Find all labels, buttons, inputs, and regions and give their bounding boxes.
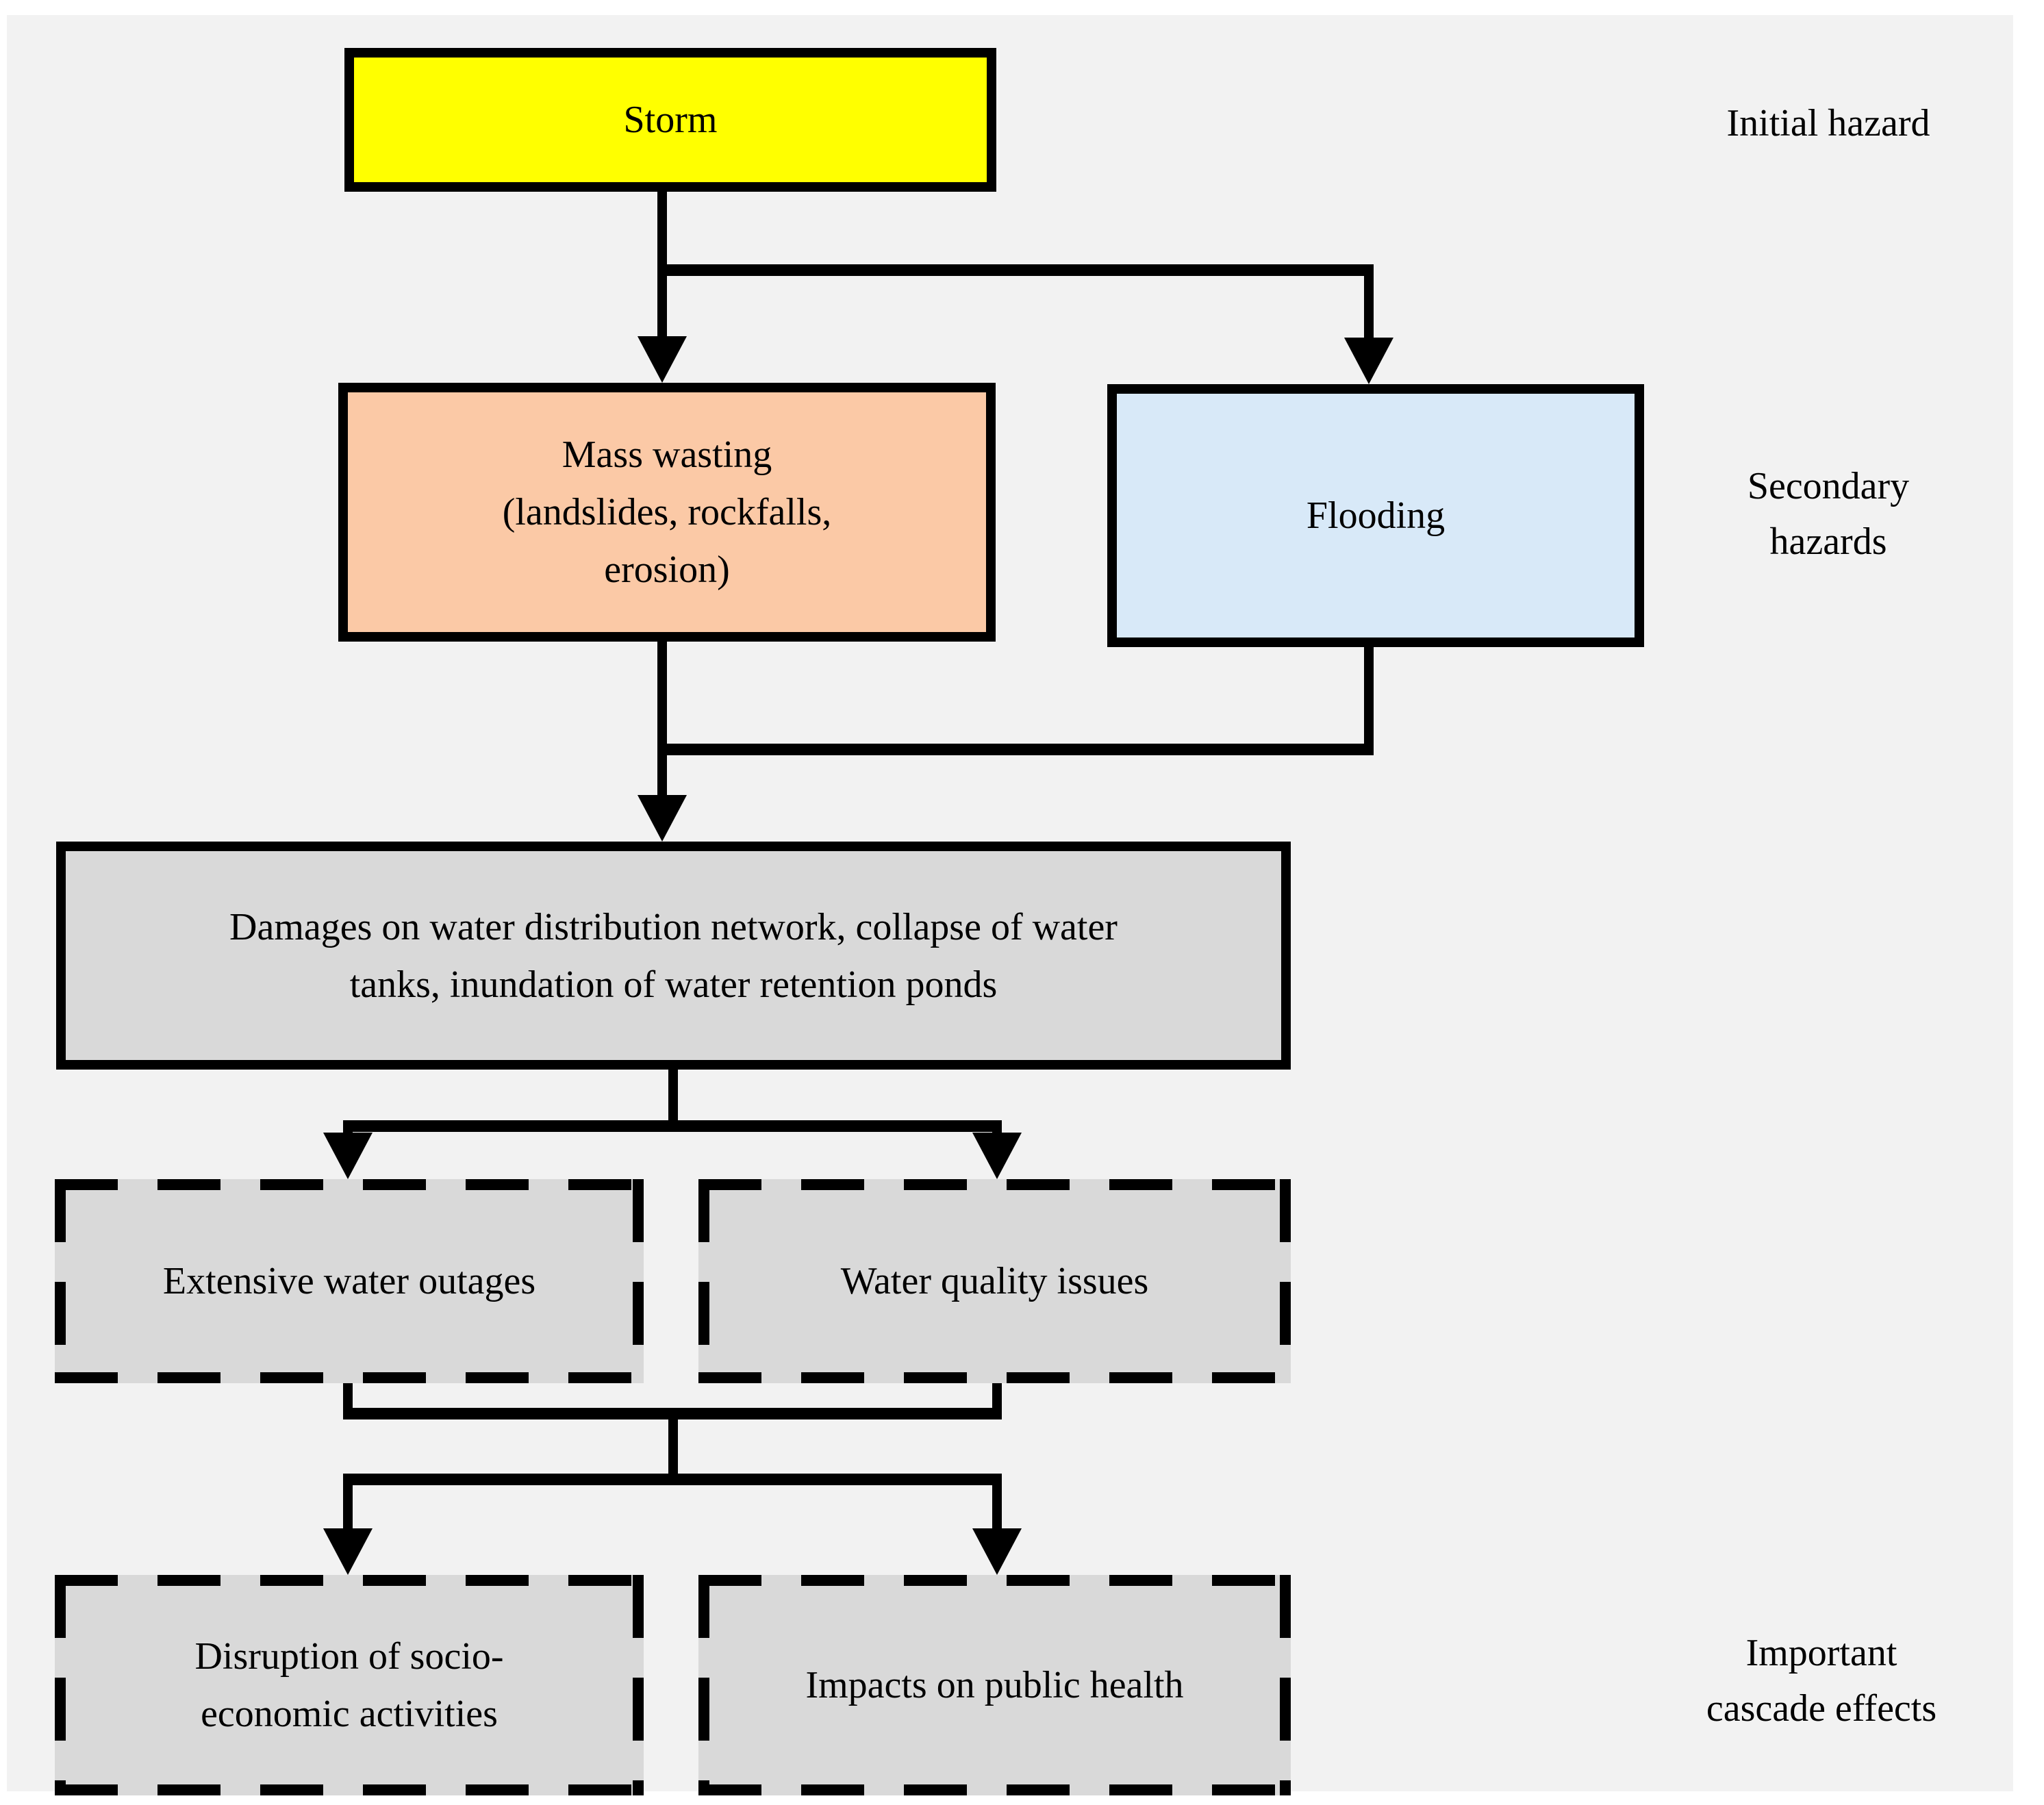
node-public-health: Impacts on public health: [698, 1575, 1291, 1795]
connector-split2-horizontal: [343, 1474, 1002, 1485]
connector-split2-right-stub: [992, 1485, 1002, 1530]
connector-merge-horizontal: [657, 744, 1374, 755]
connector-damages-down: [668, 1067, 678, 1124]
arrowhead-into-damages: [638, 795, 687, 842]
connector-storm-down: [657, 188, 667, 339]
node-water-outages-label: Extensive water outages: [162, 1260, 536, 1302]
node-public-health-label: Impacts on public health: [805, 1664, 1184, 1706]
arrowhead-into-water-quality: [972, 1133, 1022, 1179]
connector-mass-wasting-down: [657, 635, 667, 755]
connector-split2-left-stub: [343, 1485, 353, 1530]
node-storm: Storm: [344, 48, 996, 192]
label-initial-hazard: Initial hazard: [1726, 102, 1930, 144]
node-flooding: Flooding: [1107, 384, 1644, 647]
connector-merge2-center-down: [668, 1419, 678, 1474]
node-water-quality-label: Water quality issues: [840, 1260, 1149, 1302]
node-mass-wasting-label: Mass wasting (landslides, rockfalls, ero…: [502, 433, 832, 591]
node-damages-label: Damages on water distribution network, c…: [229, 905, 1118, 1006]
node-water-quality: Water quality issues: [698, 1179, 1291, 1383]
arrowhead-into-flooding: [1344, 338, 1393, 384]
connector-flooding-down: [1364, 640, 1374, 755]
node-mass-wasting: Mass wasting (landslides, rockfalls, ero…: [338, 383, 996, 642]
connector-branch-to-flooding: [1364, 264, 1374, 338]
node-socio-economic: Disruption of socio- economic activities: [55, 1575, 644, 1795]
arrowhead-into-public-health: [972, 1528, 1022, 1575]
node-flooding-label: Flooding: [1306, 494, 1446, 537]
diagram-canvas: Storm Mass wasting (landslides, rockfall…: [7, 15, 2013, 1795]
connector-merge-to-damages: [657, 755, 667, 796]
label-secondary-hazards: Secondary hazards: [1747, 465, 1910, 564]
label-important-cascade-effects: Important cascade effects: [1706, 1632, 1937, 1730]
connector-storm-branch-horizontal: [657, 264, 1374, 276]
node-water-outages: Extensive water outages: [55, 1179, 644, 1383]
arrowhead-into-socio-economic: [323, 1528, 373, 1575]
arrowhead-into-water-outages: [323, 1133, 373, 1179]
connector-merge2-horizontal: [343, 1408, 1002, 1419]
connector-split1-horizontal: [343, 1120, 1002, 1132]
node-damages: Damages on water distribution network, c…: [56, 842, 1291, 1070]
node-socio-economic-label: Disruption of socio- economic activities: [194, 1635, 504, 1735]
node-storm-label: Storm: [623, 99, 718, 141]
arrowhead-into-mass-wasting: [638, 336, 687, 383]
